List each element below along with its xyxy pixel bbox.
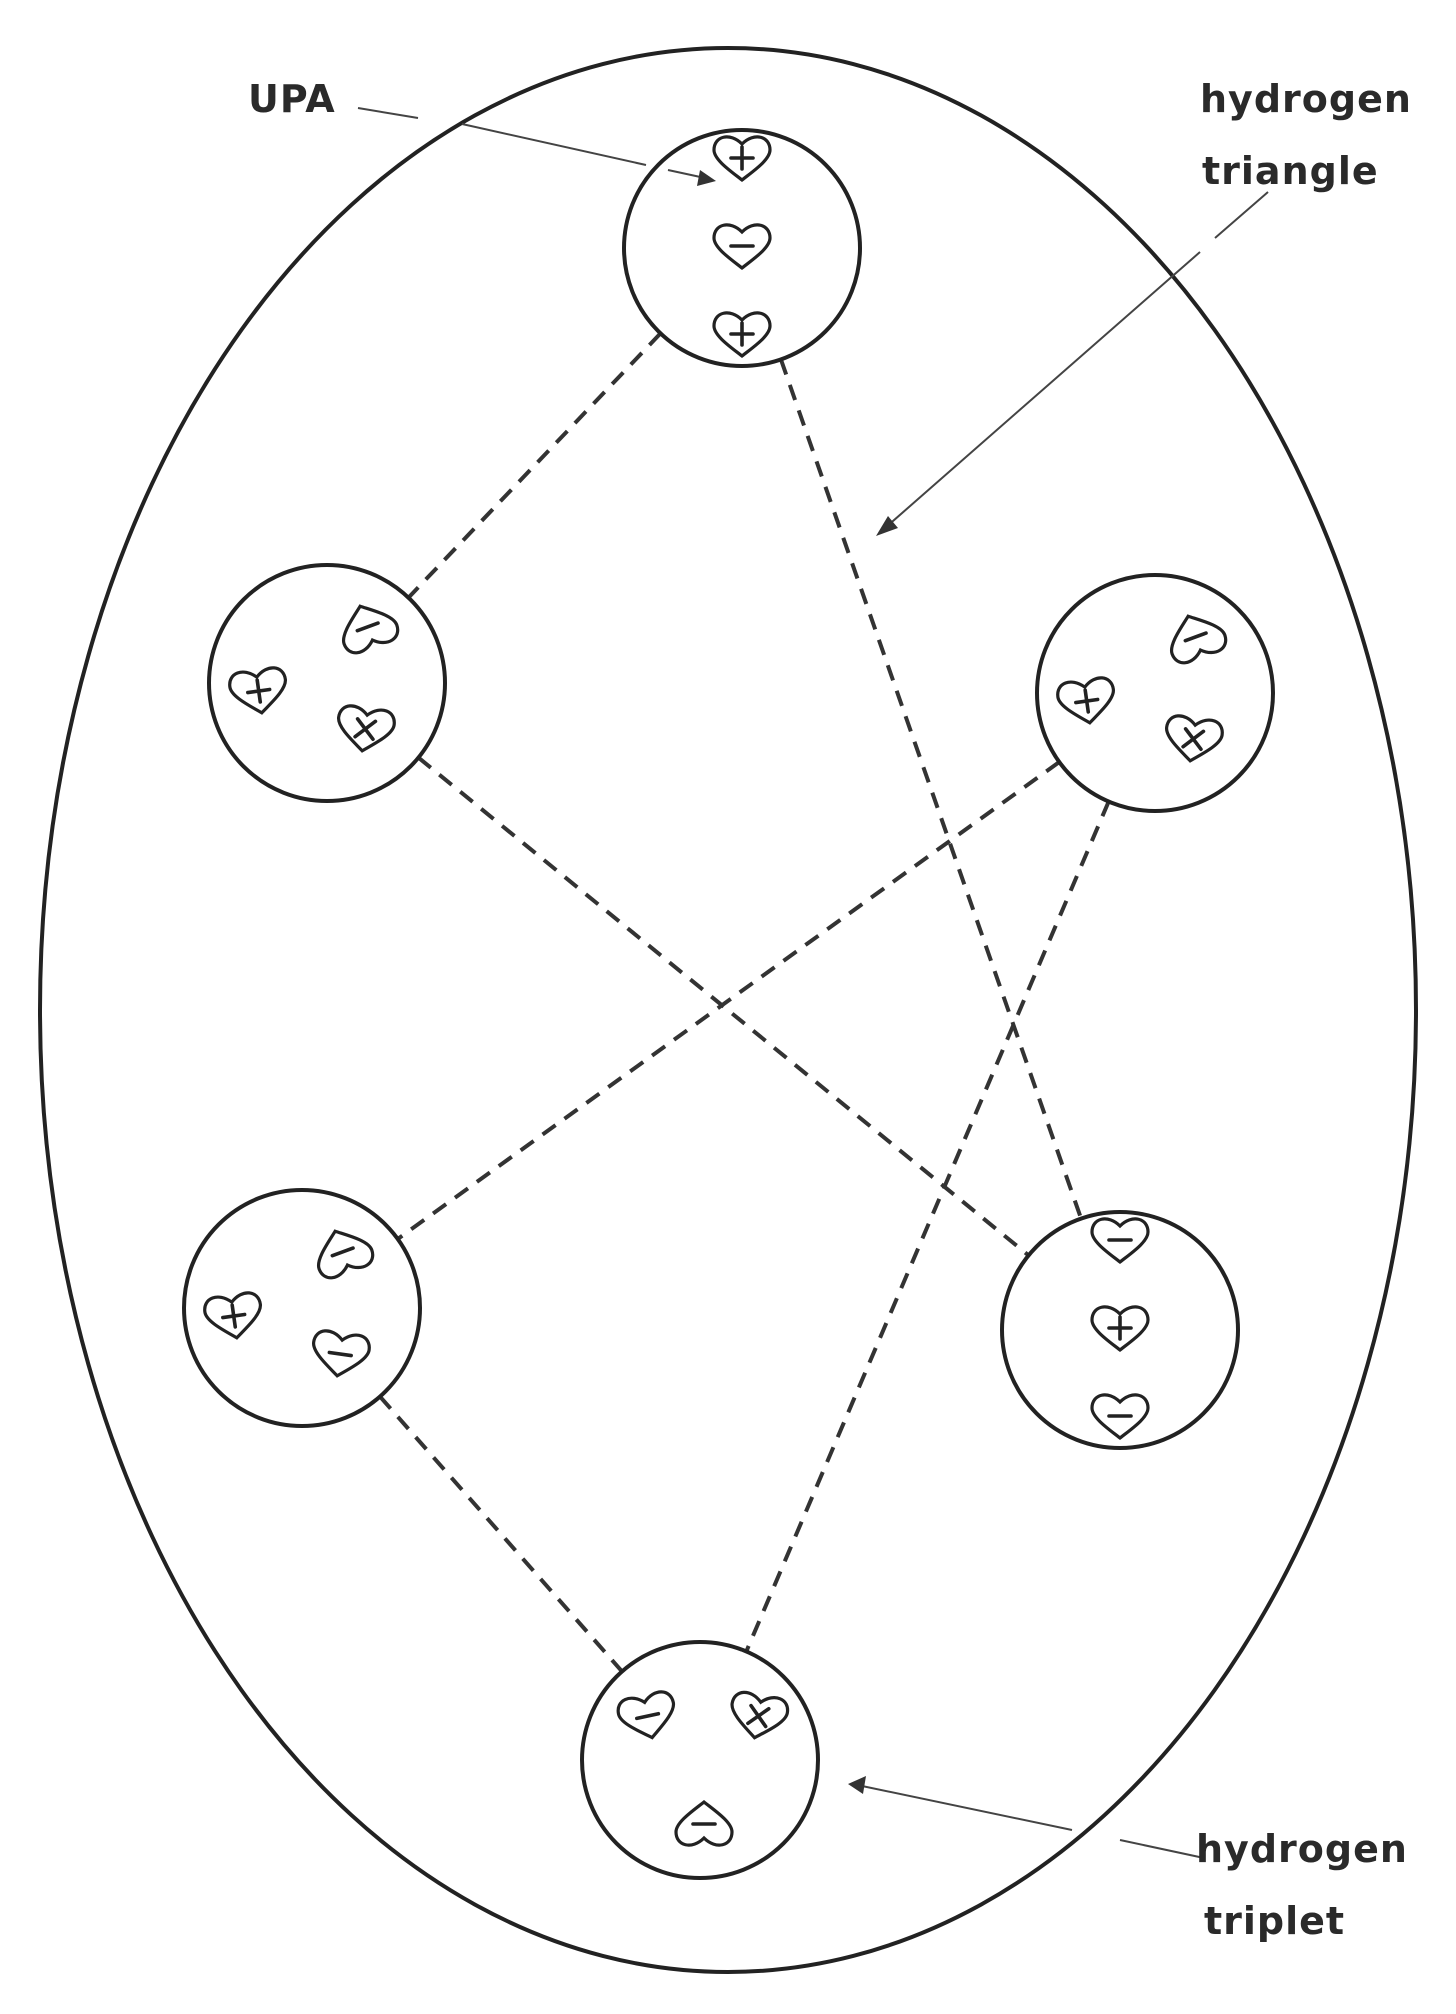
triplet-bottom — [580, 1640, 820, 1880]
upa-negative-icon — [1090, 1393, 1150, 1441]
pointers — [357, 107, 1269, 1859]
triplet-pointer-arrowhead — [848, 1776, 866, 1794]
hydrogen-triplet-label-line2: triplet — [1204, 1899, 1345, 1943]
upa-positive-icon — [228, 666, 287, 715]
atom-outline — [38, 46, 1418, 1974]
triangle-pointer-arrowhead — [876, 516, 898, 536]
upa-negative-icon — [712, 223, 772, 271]
triangle-pointer-line — [884, 191, 1269, 529]
upa-positive-icon — [1056, 676, 1115, 725]
triplet-pointer-line — [861, 1785, 1205, 1859]
upa-positive-icon — [712, 311, 772, 359]
hydrogen-triangle-label-line2: triangle — [1202, 149, 1379, 193]
upa-positive-icon — [712, 135, 772, 183]
bond-upper-right-to-lower-left — [396, 760, 1061, 1241]
triplet-lower-left — [182, 1188, 422, 1428]
upa-neutral-icon — [1165, 714, 1224, 763]
upa-negative-icon — [341, 604, 400, 655]
bond-top-to-upper-left — [407, 332, 662, 599]
triplet-nodes — [182, 128, 1275, 1880]
upa-neutral-icon — [337, 704, 396, 753]
upa-negative-icon — [316, 1229, 375, 1280]
upa-positive-icon — [1090, 1305, 1150, 1353]
upa-pointer-arrowhead — [697, 170, 716, 186]
upa-negative-icon — [1090, 1217, 1150, 1265]
triplet-lower-right — [1000, 1210, 1240, 1450]
upa-negative-icon — [1169, 614, 1228, 665]
triplet-top — [622, 128, 862, 368]
upa-label: UPA — [248, 77, 336, 121]
triplet-upper-right — [1035, 573, 1275, 813]
upa-negative-icon — [674, 1799, 734, 1847]
bond-lower-left-to-bottom — [378, 1395, 624, 1673]
upa-negative-icon — [312, 1329, 371, 1378]
triplet-upper-left — [207, 563, 447, 803]
bond-lines — [378, 332, 1111, 1673]
upa-pointer-line — [357, 107, 706, 179]
upa-positive-icon — [203, 1291, 262, 1340]
upa-neutral-icon — [730, 1690, 790, 1740]
hydrogen-triangle-label-line1: hydrogen — [1200, 77, 1412, 121]
bond-upper-right-to-bottom — [744, 800, 1111, 1653]
bond-top-to-lower-right — [779, 358, 1083, 1220]
upa-negative-icon — [616, 1690, 675, 1740]
hydrogen-triplet-label-line1: hydrogen — [1196, 1827, 1408, 1871]
